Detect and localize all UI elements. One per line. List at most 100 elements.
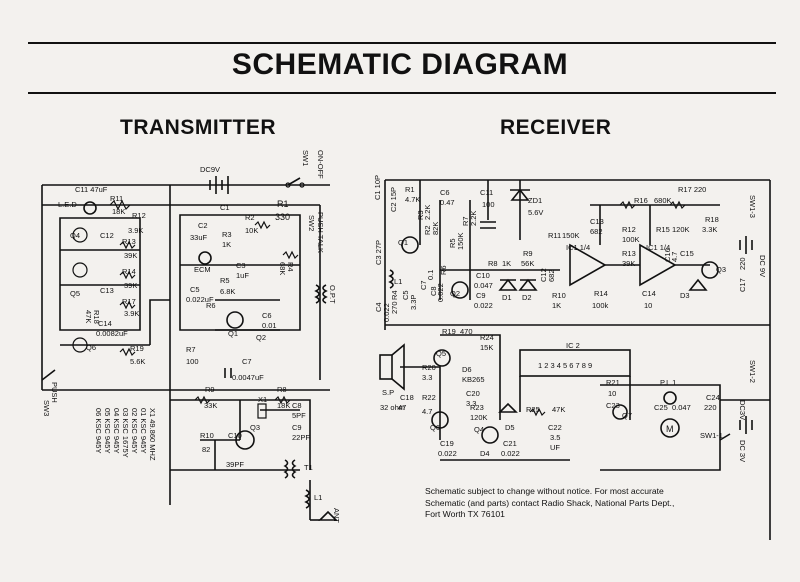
rx-r1-label: R1	[405, 185, 415, 194]
tx-c2-label: C2	[198, 221, 208, 230]
rx-sw12-label: SW1-2	[748, 360, 757, 383]
rx-d5-label: D5	[505, 423, 515, 432]
rx-zd1-value: 5.6V	[528, 208, 543, 217]
rx-dc3v-a-label: DC3V	[738, 400, 747, 420]
tx-q1-label: Q1	[228, 329, 238, 338]
tx-r8-value: 18K	[277, 401, 290, 410]
tx-r1-value: 330	[275, 212, 290, 222]
rx-q6-label: Q6	[430, 423, 440, 432]
rx-r19-value: 470	[460, 327, 473, 336]
tx-c5-value: 0.022uF	[186, 295, 214, 304]
rx-r5-label: R5	[448, 238, 457, 248]
rx-c24-value: 220	[704, 403, 717, 412]
rx-c21-value: 0.022	[501, 449, 520, 458]
rx-r18-value: 3.3K	[702, 225, 717, 234]
rx-c13-value: 682	[590, 227, 603, 236]
rx-r23-label: R23	[470, 403, 484, 412]
rx-c11-value: 100	[482, 200, 495, 209]
rx-r17-label: R17 220	[678, 185, 706, 194]
tx-q2-label: Q2	[256, 333, 266, 342]
tx-c10-label: C10	[228, 431, 242, 440]
rx-r3-value: 2.2K	[423, 205, 432, 220]
table-line: X1 49.860 MHZ	[148, 408, 157, 461]
transmitter-heading: TRANSMITTER	[120, 116, 276, 139]
rx-c6-value: 0.47	[440, 198, 455, 207]
rx-d3-label: D3	[680, 291, 690, 300]
tx-l1-label: L1	[314, 493, 322, 502]
table-line: 04 KSC 945Y	[112, 408, 121, 453]
rx-c5-value: 3.3P	[409, 295, 418, 310]
rx-c16-value: 4.7	[670, 252, 679, 262]
tx-c2-value: 33uF	[190, 233, 208, 242]
rx-r24-value: 15K	[480, 343, 493, 352]
tx-r3-label: R3	[222, 230, 232, 239]
rx-sw13-label: SW1-3	[748, 195, 757, 218]
top-rule	[28, 42, 776, 44]
rx-c22-value: 3.5	[550, 433, 560, 442]
rx-pl1-label: P.L 1	[660, 378, 676, 387]
rx-c19-value: 0.022	[438, 449, 457, 458]
rx-r14-label: R14	[594, 289, 608, 298]
rx-c6-label: C6	[440, 188, 450, 197]
rx-c9-value: 0.022	[474, 301, 493, 310]
tx-q6-label: Q6	[86, 343, 96, 352]
tx-r12-value: 3.9K	[128, 226, 143, 235]
rx-r25-label: R25	[526, 405, 540, 414]
rx-c10-label: C10	[476, 271, 490, 280]
rx-zd1-label: ZD1	[528, 196, 542, 205]
rx-r7-value: 2.2K	[469, 211, 478, 226]
tx-r9-value: 33K	[204, 401, 217, 410]
rx-r8-value: 1K	[502, 259, 511, 268]
rx-c9-label: C9	[476, 291, 486, 300]
rx-dc3v-b-label: DC 3V	[738, 440, 747, 462]
tx-r19-label: R19	[130, 344, 144, 353]
rx-r13-value: 39K	[622, 259, 635, 268]
tx-c6-label: C6	[262, 311, 272, 320]
rx-r6-label: R6	[439, 265, 448, 275]
rx-r21-label: R21	[606, 378, 620, 387]
rx-d2-label: D2	[522, 293, 532, 302]
table-line: 02 KSC 945Y	[130, 408, 139, 453]
rx-r22-value: 4.7	[422, 407, 432, 416]
table-line: 03 KSC 1675Y	[121, 408, 130, 458]
tx-r13-value: 39K	[124, 251, 137, 260]
tx-r18-value: 47K	[84, 310, 93, 323]
rx-r12-label: R12	[622, 225, 636, 234]
rx-q3-label: Q3	[716, 265, 726, 274]
rx-c22-unit: UF	[550, 443, 560, 452]
tx-t1-label: T1	[304, 463, 313, 472]
rx-q7-label: Q7	[622, 411, 632, 420]
rx-kb265-label: KB265	[462, 375, 485, 384]
rx-r2-label: R2	[423, 225, 432, 235]
tx-r2-label: R2	[245, 213, 255, 222]
tx-c14-value: 0.0082uF	[96, 329, 128, 338]
rx-sp-ohm: 32 ohm	[380, 403, 405, 412]
rx-r22-label: R22	[422, 393, 436, 402]
tx-ant-label: ANT	[332, 508, 341, 523]
tx-r9-label: R9	[205, 385, 215, 394]
tx-r18-label: R18	[92, 310, 101, 324]
tx-x1-label: X1	[258, 395, 267, 404]
rx-sw11-label: SW1-1	[700, 431, 723, 440]
tx-r5-label: R5	[220, 276, 230, 285]
rx-r16-label: R16	[634, 196, 648, 205]
tx-r12-label: R12	[132, 211, 146, 220]
rx-r20-label: R20	[422, 363, 436, 372]
rx-ic2-pins: 1 2 3 4 5 6 7 8 9	[538, 361, 592, 370]
rx-c21-label: C21	[503, 439, 517, 448]
tx-sw1-label: SW1	[301, 150, 310, 166]
tx-opt-label: O.P.T	[328, 285, 337, 304]
rx-r11-value: 150K	[562, 231, 580, 240]
rx-c7-value: 0.1	[426, 270, 435, 280]
footer-note: Schematic subject to change without noti…	[425, 486, 675, 519]
tx-r10-label: R10	[200, 431, 214, 440]
tx-c9-value: 22PF	[292, 433, 310, 442]
rx-c8-label: C8	[429, 286, 438, 296]
tx-r11-label: R11	[110, 194, 123, 203]
tx-push-label: PUSH	[50, 382, 59, 403]
tx-c14-label: C14	[98, 319, 112, 328]
tx-r5-value: 6.8K	[220, 287, 235, 296]
tx-onoff-label: ON-OFF	[316, 150, 325, 179]
rx-c1-label: C1 10P	[373, 175, 382, 200]
